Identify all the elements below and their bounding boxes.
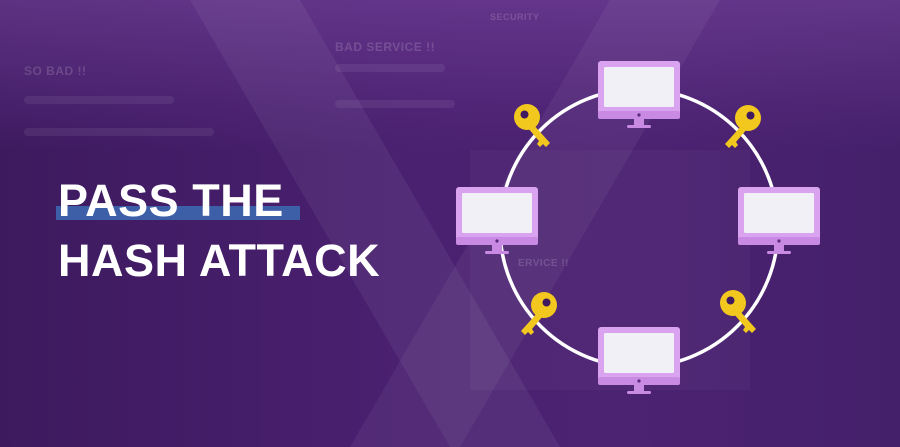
headline-line-1-text: PASS THE xyxy=(58,175,284,226)
background-text-so-bad: SO BAD !! xyxy=(24,64,87,78)
headline-underline xyxy=(56,206,300,220)
monitor-icon xyxy=(598,327,680,394)
background-text-security: SECURITY xyxy=(490,12,540,22)
key-icon xyxy=(521,292,557,335)
headline-line-1: PASS THE xyxy=(56,175,380,227)
monitor-icon xyxy=(456,187,538,254)
monitor-icon xyxy=(738,187,820,254)
key-icon xyxy=(725,105,761,148)
background-bar xyxy=(24,128,214,136)
background-text-bad-service: BAD SERVICE !! xyxy=(335,40,436,54)
headline-line-2: HASH ATTACK xyxy=(58,235,381,286)
computer-left xyxy=(456,187,538,254)
background-bar xyxy=(335,64,445,72)
headline: PASS THE HASH ATTACK xyxy=(56,175,381,287)
background-bar xyxy=(335,100,455,108)
computer-bottom xyxy=(598,327,680,394)
background-text-service-fragment: ERVICE !! xyxy=(518,258,569,269)
key-bottom-left xyxy=(521,292,557,335)
computer-right xyxy=(738,187,820,254)
key-top-right xyxy=(725,105,761,148)
computer-top xyxy=(598,61,680,128)
network-ring xyxy=(498,87,780,369)
monitor-icon xyxy=(598,61,680,128)
background-bar xyxy=(24,96,174,104)
